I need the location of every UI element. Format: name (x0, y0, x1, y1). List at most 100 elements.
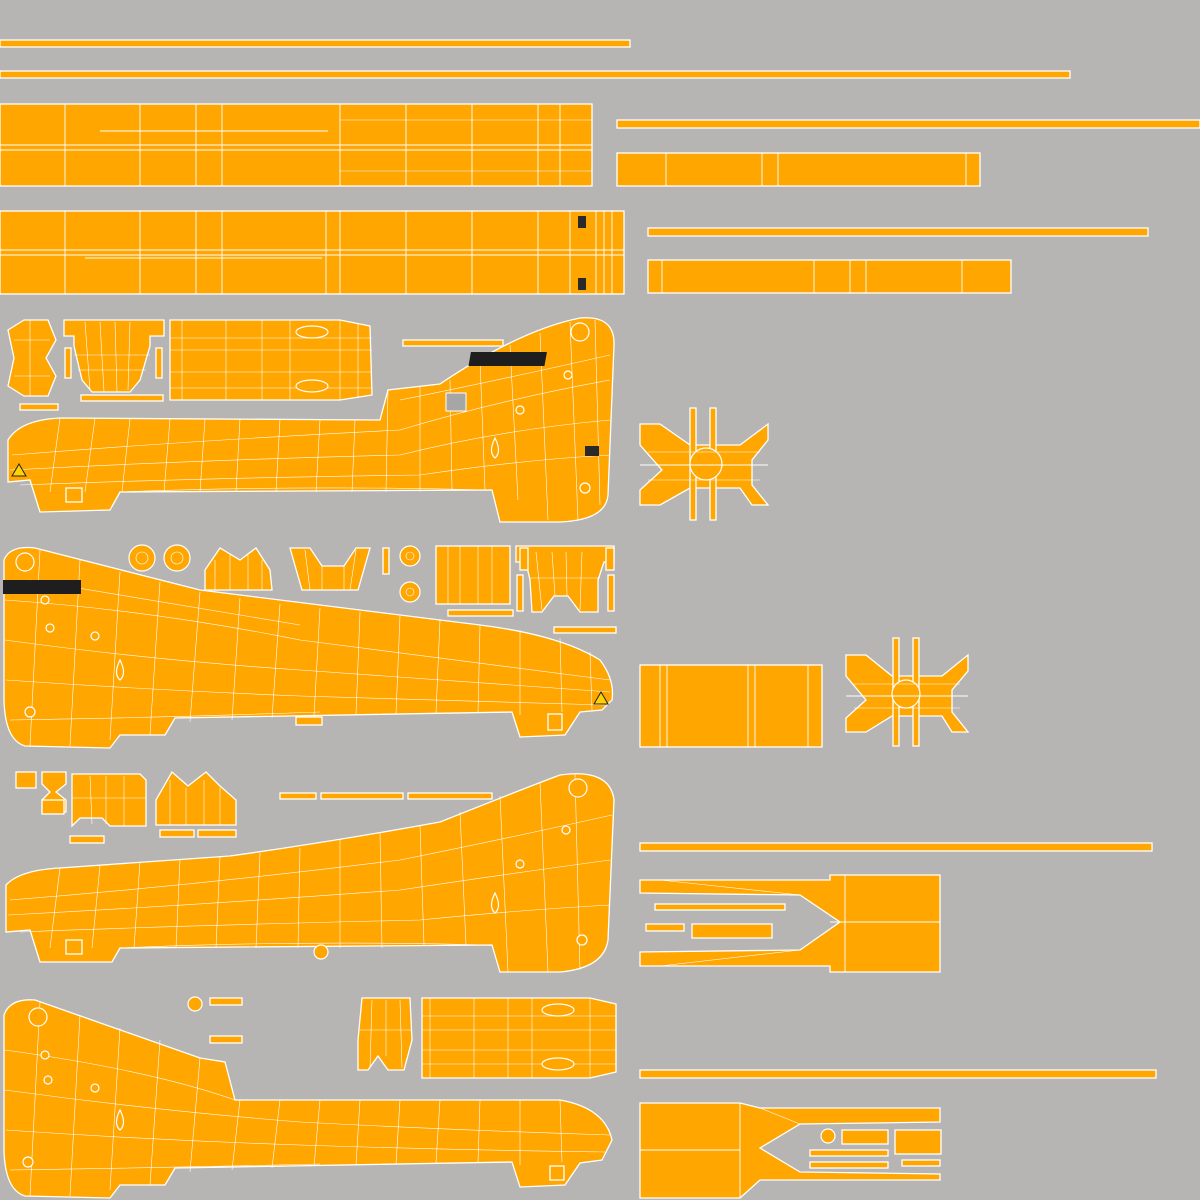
fork-bracket-island (639, 1102, 941, 1199)
rail-island-lower (0, 210, 625, 295)
clamp-part-island (357, 997, 413, 1071)
clamp-bracket-islands (7, 319, 970, 1199)
boom-arm-island (5, 773, 615, 973)
clamp-part-island (71, 773, 147, 828)
teardrop-hole (115, 1108, 125, 1131)
mesh-vertex-hole (40, 595, 50, 605)
teardrop-hole (115, 658, 125, 681)
strip-island (407, 792, 493, 800)
clamp-part-island (289, 547, 371, 591)
strip-island (0, 39, 631, 48)
small-block-island (901, 1159, 941, 1167)
pivot-hole (568, 778, 588, 798)
strip-island (639, 1069, 1157, 1079)
strip-island (447, 609, 514, 617)
clamp-part-island (204, 547, 273, 591)
fork-bracket-island (639, 874, 941, 973)
rail-island-right-lower (647, 259, 1012, 294)
small-block-island (809, 1161, 889, 1169)
small-block-island (645, 923, 685, 932)
mesh-vertex-hole (43, 1075, 53, 1085)
strip-island (402, 339, 504, 347)
washer-island (313, 944, 329, 960)
small-block-island (209, 997, 243, 1006)
mesh-vertex-hole (90, 1083, 100, 1093)
washer-island (187, 996, 203, 1012)
clamp-part-island (155, 770, 237, 826)
mesh-vertex-hole (576, 934, 588, 946)
mesh-vertex-hole (561, 825, 571, 835)
thin-strip-islands (0, 39, 1200, 1079)
small-block-island (841, 1129, 889, 1145)
mesh-vertex-hole (24, 706, 36, 718)
strip-island (553, 626, 617, 634)
info-decal (585, 446, 599, 456)
strip-island (320, 792, 404, 800)
strip-island (647, 227, 1149, 237)
warning-triangle-decal (593, 691, 609, 705)
clamp-part-island (7, 319, 57, 397)
x-clamp-island (639, 407, 770, 521)
mesh-vertex-hole (563, 370, 573, 380)
washer-island (128, 544, 156, 572)
small-block-island (691, 923, 773, 939)
small-block-island (197, 829, 237, 838)
teardrop-hole (490, 436, 500, 459)
washer-island (820, 1128, 836, 1144)
mesh-vertex-hole (515, 859, 525, 869)
mesh-vertex-hole (45, 623, 55, 633)
small-block-island (295, 716, 323, 726)
washer-island (163, 544, 191, 572)
cylinder-island (169, 319, 373, 401)
small-block-island (547, 713, 563, 731)
small-block-island (605, 547, 615, 571)
strip-island (0, 70, 1071, 79)
boom-arm-island (3, 999, 613, 1199)
clamp-part-island (515, 545, 615, 613)
dark-decal-band (468, 352, 547, 366)
x-clamp-island (845, 637, 970, 747)
warning-decal (578, 216, 586, 228)
washer-island (399, 545, 421, 567)
pivot-hole (15, 552, 35, 572)
boom-arm-islands (3, 317, 615, 1199)
warning-triangle-decal (11, 463, 27, 477)
pivot-hole (28, 1007, 48, 1027)
small-block-island (65, 487, 83, 503)
small-block-island (894, 1129, 942, 1155)
small-block-island (209, 1035, 243, 1044)
strip-island (19, 403, 59, 411)
rail-island-right-upper (616, 152, 981, 187)
small-block-island (65, 939, 83, 955)
washer-island (399, 581, 421, 603)
small-block-island (654, 903, 786, 911)
strip-island (279, 792, 317, 800)
small-block-island (15, 771, 37, 789)
warning-decal (578, 278, 586, 290)
dark-decal-band (3, 580, 81, 594)
small-block-island (519, 547, 529, 571)
small-block-island (159, 829, 195, 838)
teardrop-hole (490, 891, 500, 914)
rail-islands (0, 103, 1012, 748)
boom-arm-island (3, 546, 614, 749)
strip-island (616, 119, 1200, 129)
mesh-vertex-hole (579, 482, 591, 494)
cylinder-island (421, 997, 617, 1079)
clamp-part-island (382, 545, 511, 605)
mesh-vertex-hole (40, 1050, 50, 1060)
pivot-hole (570, 322, 590, 342)
rail-island-box (639, 664, 823, 748)
gray-plate-decal (445, 392, 467, 412)
strip-island (80, 394, 164, 402)
small-part-islands (15, 487, 942, 1181)
small-block-island (69, 835, 105, 844)
rail-island-upper (0, 103, 593, 187)
strip-island (639, 842, 1153, 852)
mesh-vertex-hole (22, 1156, 34, 1168)
mesh-vertex-hole (90, 631, 100, 641)
small-block-island (809, 1149, 889, 1157)
clamp-part-island (63, 319, 165, 393)
small-block-island (549, 1165, 565, 1181)
